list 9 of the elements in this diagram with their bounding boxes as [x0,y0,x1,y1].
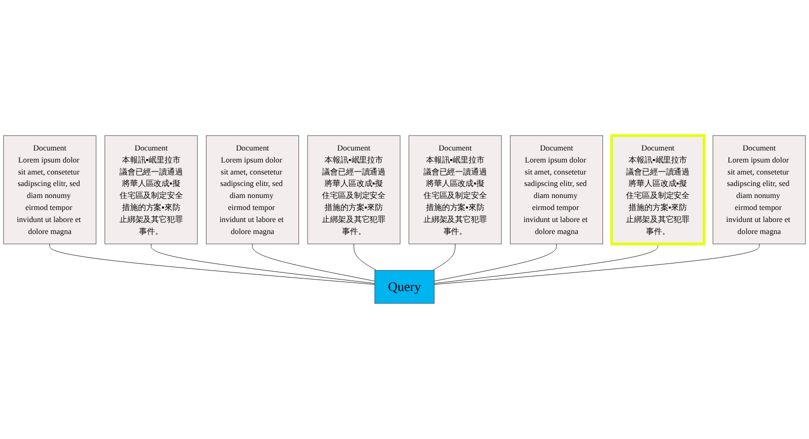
connector [432,244,456,271]
connector [434,244,658,284]
connector [434,244,760,285]
connector [354,244,377,271]
connector [252,244,375,282]
node-box: Query [374,270,434,304]
connector [150,244,375,284]
connector [434,244,557,282]
connector [50,244,375,285]
